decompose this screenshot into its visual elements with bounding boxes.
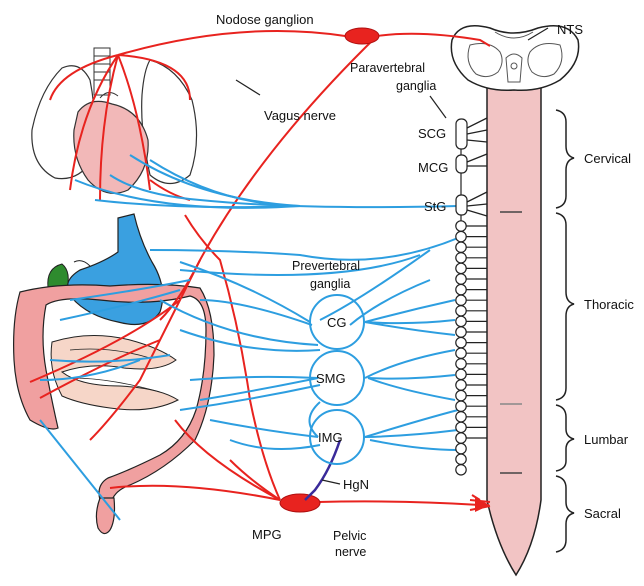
chain-ganglion-bead [456, 390, 466, 400]
label-cg: CG [327, 315, 347, 330]
chain-ganglion-bead [456, 412, 466, 422]
nodose-ganglion [345, 28, 379, 44]
hypogastric-nerve [305, 440, 340, 500]
chain-ganglion-bead [456, 274, 466, 284]
chain-ganglion-bead [456, 295, 466, 305]
chain-ganglion-bead [456, 454, 466, 464]
paravertebral-chain-beads [456, 221, 487, 475]
label-nts: NTS [557, 22, 583, 37]
chain-ganglion-bead [456, 221, 466, 231]
cervical-brace [556, 110, 574, 208]
lumbar-brace [556, 405, 574, 471]
chain-ganglion-bead [456, 433, 466, 443]
label-thoracic: Thoracic [584, 297, 634, 312]
chain-ganglion-bead [456, 422, 466, 432]
label-vagus-nerve: Vagus nerve [264, 108, 336, 123]
label-mpg: MPG [252, 527, 282, 542]
chain-ganglion-bead [456, 337, 466, 347]
labels: Nodose ganglion NTS Paravertebral gangli… [216, 12, 634, 559]
region-braces [556, 110, 574, 552]
small-intestine [51, 335, 178, 409]
chain-ganglion-bead [456, 359, 466, 369]
label-pelvic-1: Pelvic [333, 529, 366, 543]
mcg-node [456, 155, 467, 173]
chain-ganglion-bead [456, 306, 466, 316]
chain-ganglion-bead [456, 369, 466, 379]
label-mcg: MCG [418, 160, 448, 175]
chain-ganglion-bead [456, 316, 466, 326]
label-prevertebral-2: ganglia [310, 277, 350, 291]
label-nodose-ganglion: Nodose ganglion [216, 12, 314, 27]
chain-ganglion-bead [456, 348, 466, 358]
chain-ganglion-bead [456, 231, 466, 241]
paravertebral-chain [456, 119, 467, 222]
label-paravertebral-1: Paravertebral [350, 61, 425, 75]
right-lung [142, 60, 197, 184]
label-paravertebral-2: ganglia [396, 79, 436, 93]
sacral-brace [556, 476, 574, 552]
chain-ganglion-bead [456, 380, 466, 390]
label-scg: SCG [418, 126, 446, 141]
mpg-ganglion [280, 494, 320, 512]
chain-ganglion-bead [456, 443, 466, 453]
label-lumbar: Lumbar [584, 432, 629, 447]
label-pelvic-2: nerve [335, 545, 366, 559]
label-smg: SMG [316, 371, 346, 386]
label-prevertebral-1: Prevertebral [292, 259, 360, 273]
chain-ganglion-bead [456, 465, 466, 475]
chain-ganglion-bead [456, 253, 466, 263]
label-sacral: Sacral [584, 506, 621, 521]
spinal-cord-body [487, 82, 541, 575]
chain-ganglion-bead [456, 327, 466, 337]
scg-node [456, 119, 467, 149]
chain-ganglion-bead [456, 284, 466, 294]
chain-ganglion-bead [456, 401, 466, 411]
chain-ganglion-bead [456, 263, 466, 273]
label-hgn: HgN [343, 477, 369, 492]
thoracic-brace [556, 213, 574, 400]
spinal-cord [487, 82, 541, 575]
cervical-rami [467, 118, 487, 216]
stomach-region [48, 214, 163, 324]
label-img: IMG [318, 430, 343, 445]
chain-ganglion-bead [456, 242, 466, 252]
stg-node [456, 195, 467, 215]
label-cervical: Cervical [584, 151, 631, 166]
label-stg: StG [424, 199, 446, 214]
